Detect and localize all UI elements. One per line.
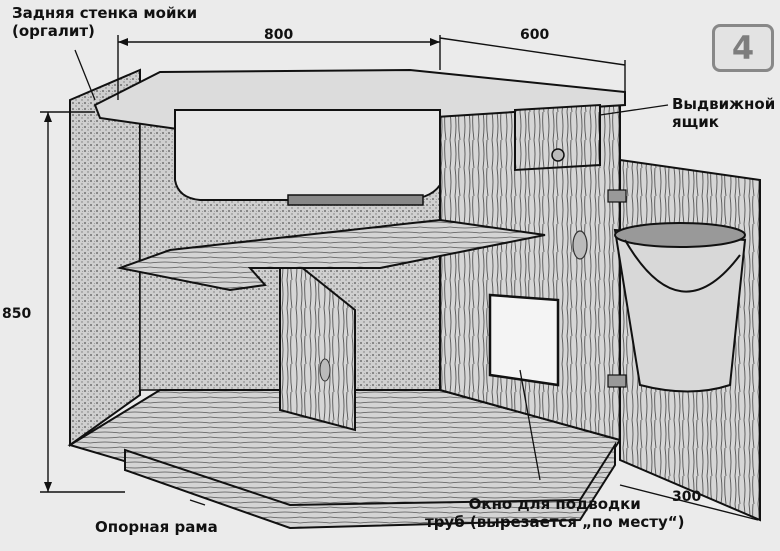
divider-panel (279, 247, 356, 432)
pipe-window (488, 293, 560, 387)
wood-knot (572, 230, 588, 260)
label-drawer-line1: Выдвижной (672, 95, 776, 113)
dimension-door: 300 (672, 489, 702, 505)
label-back-wall: Задняя стенка мойки (оргалит) (12, 4, 197, 40)
label-pipe-window-line1: Окно для подводки (468, 495, 641, 513)
dimension-arrows (44, 38, 440, 492)
bucket-rim (614, 222, 746, 248)
dimension-depth: 600 (520, 27, 550, 43)
label-back-wall-line2: (оргалит) (12, 22, 95, 40)
support-frame (124, 441, 616, 530)
label-pipe-window: Окно для подводки труб (вырезается „по м… (425, 495, 684, 531)
back-wall-panel (69, 68, 141, 447)
bucket-handle (624, 239, 741, 293)
divider-knot (319, 358, 331, 382)
figure-number-badge: 4 (712, 24, 774, 72)
dimension-lines (40, 35, 759, 521)
hinge-top (607, 189, 627, 203)
dimension-width: 800 (264, 27, 294, 43)
shelf (116, 218, 546, 292)
leader-lines (74, 49, 669, 506)
sink-rail (287, 194, 424, 206)
drawer-knob (551, 148, 565, 162)
label-back-wall-line1: Задняя стенка мойки (12, 4, 198, 22)
label-pipe-window-line2: труб (вырезается „по месту“) (425, 513, 685, 531)
label-support-frame: Опорная рама (95, 518, 218, 536)
hinge-bottom (607, 374, 627, 388)
sink-basin (174, 109, 441, 201)
dimension-height: 850 (2, 306, 32, 322)
label-drawer-line2: ящик (672, 113, 719, 131)
drawer-front (514, 103, 601, 172)
label-drawer: Выдвижной ящик (672, 95, 775, 131)
